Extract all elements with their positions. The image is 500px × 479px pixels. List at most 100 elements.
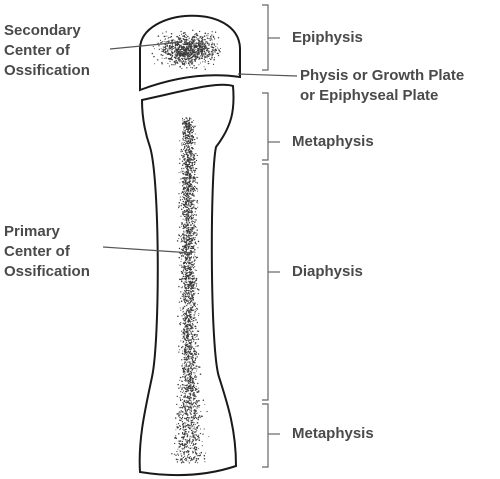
- stipple-dot: [187, 276, 190, 278]
- stipple-dot: [194, 424, 196, 426]
- stipple-dot: [188, 195, 190, 198]
- stipple-dot: [182, 43, 184, 46]
- stipple-dot: [204, 39, 206, 41]
- stipple-dot: [174, 45, 177, 47]
- stipple-dot: [192, 338, 195, 341]
- stipple-dot: [190, 158, 192, 160]
- stipple-dot: [164, 38, 166, 40]
- stipple-dot: [166, 49, 169, 51]
- stipple-dot: [207, 35, 209, 37]
- stipple-dot: [191, 39, 194, 41]
- stipple-dot: [183, 320, 185, 321]
- stipple-dot: [190, 127, 193, 129]
- stipple-dot: [184, 211, 186, 213]
- stipple-dot: [193, 185, 196, 188]
- stipple-dot: [194, 416, 197, 418]
- stipple-dot: [184, 190, 186, 192]
- stipple-dot: [185, 304, 187, 306]
- stipple-dot: [188, 142, 191, 144]
- stipple-dot: [195, 403, 197, 405]
- stipple-dot: [182, 58, 184, 61]
- stipple-dot: [188, 400, 190, 402]
- stipple-dot: [188, 372, 191, 375]
- stipple-dot: [191, 125, 194, 127]
- stipple-dot: [182, 196, 183, 198]
- stipple-dot: [180, 241, 182, 243]
- stipple-dot: [196, 33, 198, 35]
- stipple-dot: [160, 54, 162, 56]
- stipple-dot: [190, 212, 193, 214]
- stipple-dot: [190, 124, 192, 126]
- epiphysis-label: Epiphysis: [292, 29, 363, 46]
- stipple-dot: [189, 323, 191, 325]
- stipple-dot: [197, 382, 199, 385]
- stipple-dot: [188, 240, 191, 243]
- stipple-dot: [182, 433, 184, 436]
- stipple-dot: [183, 226, 186, 229]
- stipple-dot: [189, 314, 191, 316]
- stipple-dot: [191, 53, 193, 55]
- stipple-dot: [169, 57, 171, 60]
- stipple-dot: [192, 181, 194, 183]
- stipple-dot: [198, 390, 200, 392]
- stipple-dot: [185, 38, 187, 41]
- stipple-dot: [181, 421, 184, 423]
- stipple-dot: [174, 40, 176, 42]
- stipple-dot: [178, 351, 180, 353]
- stipple-dot: [185, 401, 187, 404]
- stipple-dot: [157, 42, 159, 44]
- stipple-dot: [184, 123, 186, 125]
- stipple-dot: [208, 55, 210, 58]
- stipple-dot: [188, 440, 190, 442]
- stipple-dot: [194, 375, 196, 377]
- stipple-dot: [181, 238, 183, 240]
- stipple-dot: [181, 391, 183, 394]
- stipple-dot: [193, 225, 195, 227]
- stipple-dot: [179, 323, 181, 326]
- stipple-dot: [186, 127, 188, 129]
- stipple-dot: [193, 395, 195, 397]
- stipple-dot: [203, 45, 205, 47]
- stipple-dot: [183, 198, 186, 200]
- stipple-dot: [196, 307, 198, 310]
- stipple-dot: [184, 368, 187, 370]
- stipple-dot: [183, 182, 185, 184]
- stipple-dot: [190, 333, 193, 335]
- stipple-dot: [187, 225, 189, 227]
- stipple-dot: [184, 291, 186, 293]
- stipple-dot: [184, 31, 186, 34]
- stipple-dot: [183, 162, 185, 164]
- stipple-dot: [170, 32, 173, 35]
- stipple-dot: [193, 361, 195, 363]
- stipple-dot: [183, 332, 185, 335]
- stipple-dot: [178, 247, 181, 250]
- stipple-dot: [187, 389, 189, 391]
- stipple-dot: [185, 388, 187, 390]
- stipple-dot: [180, 410, 182, 412]
- stipple-dot: [175, 59, 177, 62]
- stipple-dot: [181, 223, 183, 225]
- stipple-dot: [192, 141, 194, 144]
- stipple-dot: [177, 53, 179, 55]
- stipple-dot: [192, 169, 195, 172]
- stipple-dot: [192, 267, 195, 269]
- stipple-dot: [182, 255, 185, 257]
- stipple-dot: [180, 151, 182, 153]
- stipple-dot: [198, 416, 200, 418]
- stipple-dot: [190, 169, 192, 172]
- stipple-dot: [182, 461, 184, 463]
- stipple-dot: [191, 425, 193, 428]
- stipple-dot: [185, 290, 187, 292]
- stipple-dot: [185, 374, 188, 376]
- stipple-dot: [188, 299, 190, 301]
- stipple-dot: [182, 234, 184, 236]
- stipple-dot: [184, 194, 186, 196]
- stipple-dot: [195, 375, 197, 377]
- stipple-dot: [187, 54, 189, 56]
- stipple-dot: [190, 267, 192, 269]
- stipple-dot: [162, 32, 164, 34]
- stipple-dot: [190, 137, 192, 140]
- stipple-dot: [196, 447, 198, 449]
- stipple-dot: [182, 182, 184, 184]
- stipple-dot: [185, 151, 187, 153]
